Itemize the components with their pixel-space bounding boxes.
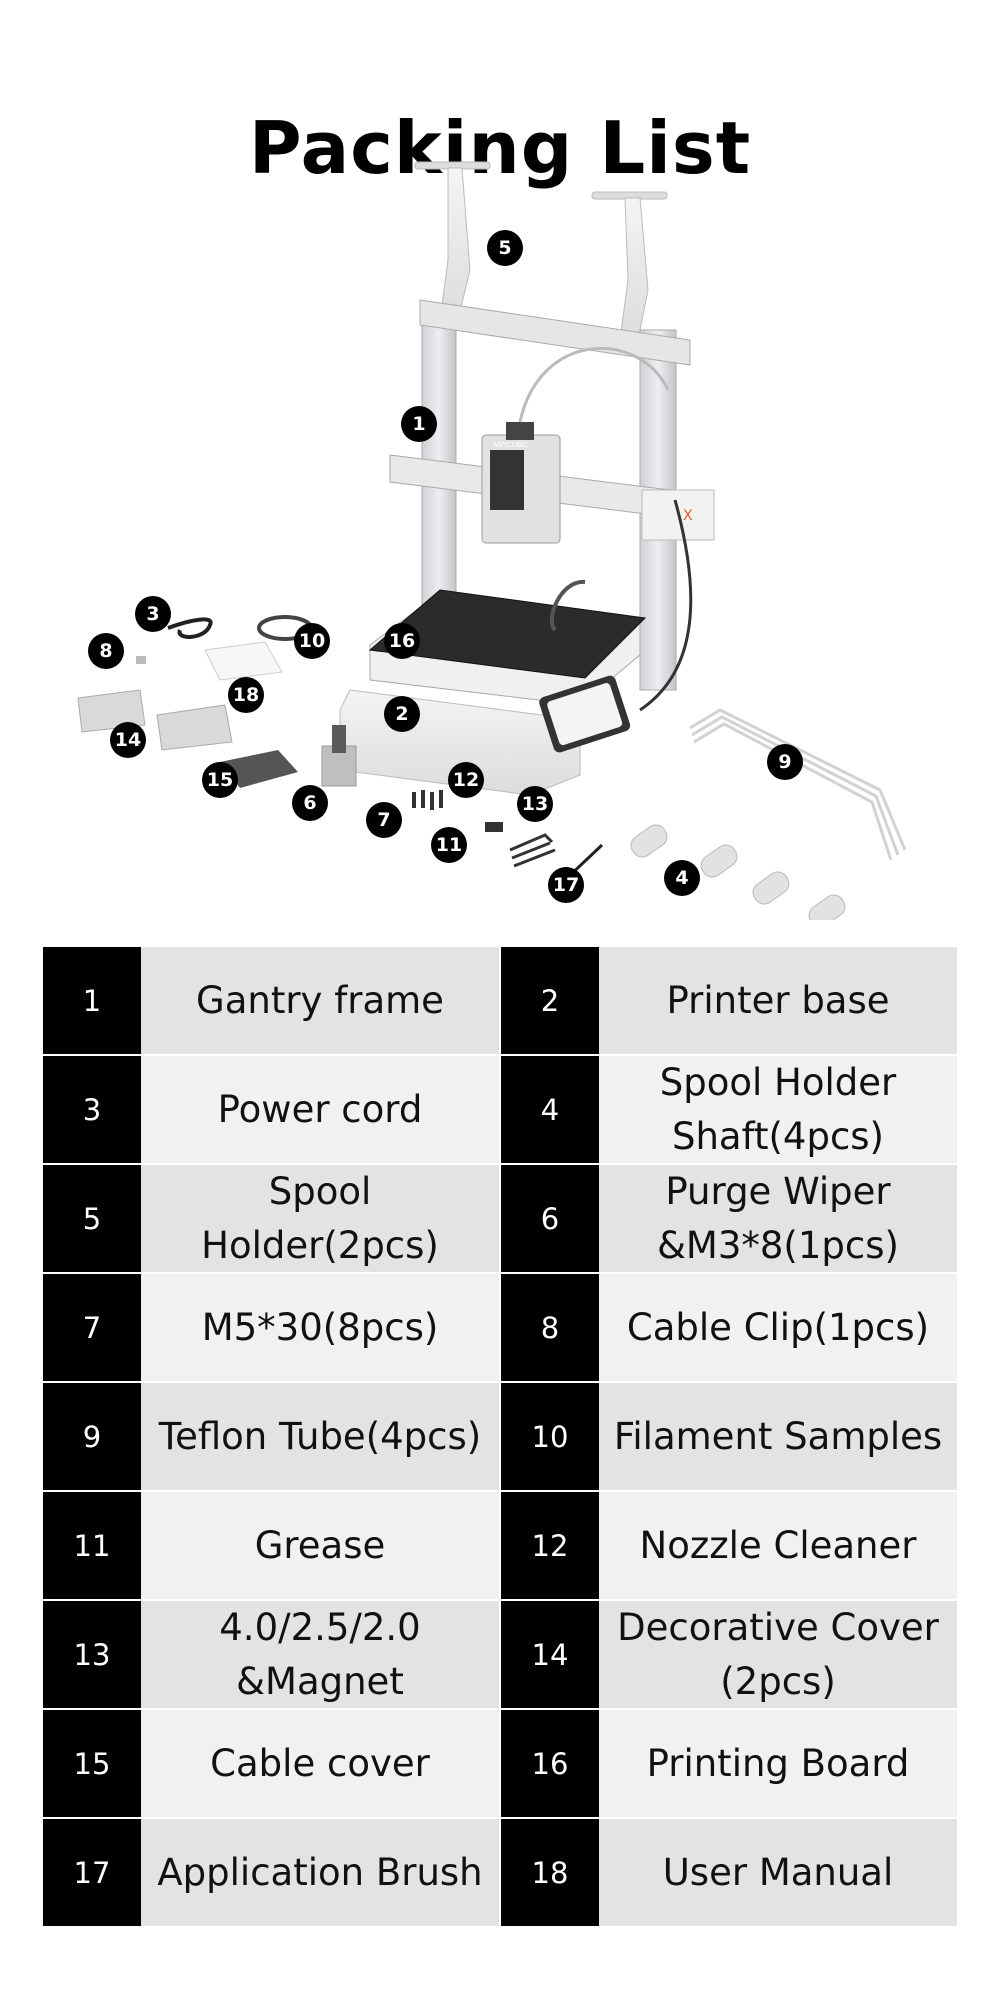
item-number: 9 [43,1383,141,1492]
item-number: 6 [501,1165,599,1274]
item-number: 11 [43,1492,141,1601]
item-number: 16 [501,1710,599,1819]
item-label: 4.0/2.5/2.0 &Magnet [141,1601,501,1710]
print-head: ANYCUBIC [481,346,670,544]
item-label: Spool Holder Shaft(4pcs) [599,1056,957,1165]
item-label: Purge Wiper &M3*8(1pcs) [599,1165,957,1274]
item-label: Filament Samples [599,1383,957,1492]
svg-text:5: 5 [498,237,511,259]
marker-11: 11 [431,827,467,863]
marker-16: 16 [384,623,420,659]
item-number: 2 [501,947,599,1056]
svg-text:15: 15 [207,769,233,791]
svg-text:8: 8 [99,640,112,662]
item-label: Gantry frame [141,947,501,1056]
marker-10: 10 [294,623,330,659]
svg-text:10: 10 [299,630,325,652]
svg-text:4: 4 [675,867,688,889]
page-title: Packing List [248,106,752,191]
marker-9: 9 [767,744,803,780]
item-label: Spool Holder(2pcs) [141,1165,501,1274]
svg-text:7: 7 [377,809,390,831]
printer-illustration: X ANYCUBIC [77,161,907,920]
item-number: 1 [43,947,141,1056]
marker-15: 15 [202,762,238,798]
svg-text:17: 17 [553,874,579,896]
item-number: 12 [501,1492,599,1601]
marker-17: 17 [548,867,584,903]
item-label: Grease [141,1492,501,1601]
marker-14: 14 [110,722,146,758]
item-label: Printer base [599,947,957,1056]
marker-1: 1 [401,406,437,442]
marker-7: 7 [366,802,402,838]
item-number: 14 [501,1601,599,1710]
marker-8: 8 [88,633,124,669]
spool-shafts [630,824,846,920]
marker-4: 4 [664,860,700,896]
item-number: 17 [43,1819,141,1928]
teflon-tubes [689,708,907,861]
item-number: 18 [501,1819,599,1928]
item-label: M5*30(8pcs) [141,1274,501,1383]
item-number: 10 [501,1383,599,1492]
marker-5: 5 [487,230,523,266]
svg-text:13: 13 [522,793,548,815]
accessories [77,615,604,882]
print-head-brand: ANYCUBIC [493,441,529,449]
svg-text:1: 1 [412,413,425,435]
svg-text:X: X [683,508,693,524]
svg-text:12: 12 [453,769,479,791]
marker-18: 18 [228,677,264,713]
svg-text:18: 18 [233,684,259,706]
item-number: 3 [43,1056,141,1165]
print-bed [368,589,647,706]
item-label: Nozzle Cleaner [599,1492,957,1601]
marker-6: 6 [292,785,328,821]
item-label: Application Brush [141,1819,501,1928]
item-label: Cable Clip(1pcs) [599,1274,957,1383]
spool-holder-right [591,191,668,341]
packing-list-table: 1 Gantry frame 2 Printer base 3 Power co… [43,947,957,1928]
item-label: User Manual [599,1819,957,1928]
item-number: 7 [43,1274,141,1383]
item-number: 13 [43,1601,141,1710]
item-number: 8 [501,1274,599,1383]
item-label: Decorative Cover (2pcs) [599,1601,957,1710]
svg-text:9: 9 [778,751,791,773]
item-label: Printing Board [599,1710,957,1819]
item-number: 5 [43,1165,141,1274]
item-number: 4 [501,1056,599,1165]
svg-text:3: 3 [146,603,159,625]
marker-12: 12 [448,762,484,798]
item-label: Power cord [141,1056,501,1165]
svg-text:11: 11 [436,834,462,856]
svg-text:16: 16 [389,630,415,652]
svg-text:2: 2 [395,703,408,725]
item-label: Teflon Tube(4pcs) [141,1383,501,1492]
svg-text:6: 6 [303,792,316,814]
svg-text:14: 14 [115,729,141,751]
item-number: 15 [43,1710,141,1819]
marker-3: 3 [135,596,171,632]
spool-holder-left [414,161,491,321]
marker-2: 2 [384,696,420,732]
item-label: Cable cover [141,1710,501,1819]
marker-13: 13 [517,786,553,822]
